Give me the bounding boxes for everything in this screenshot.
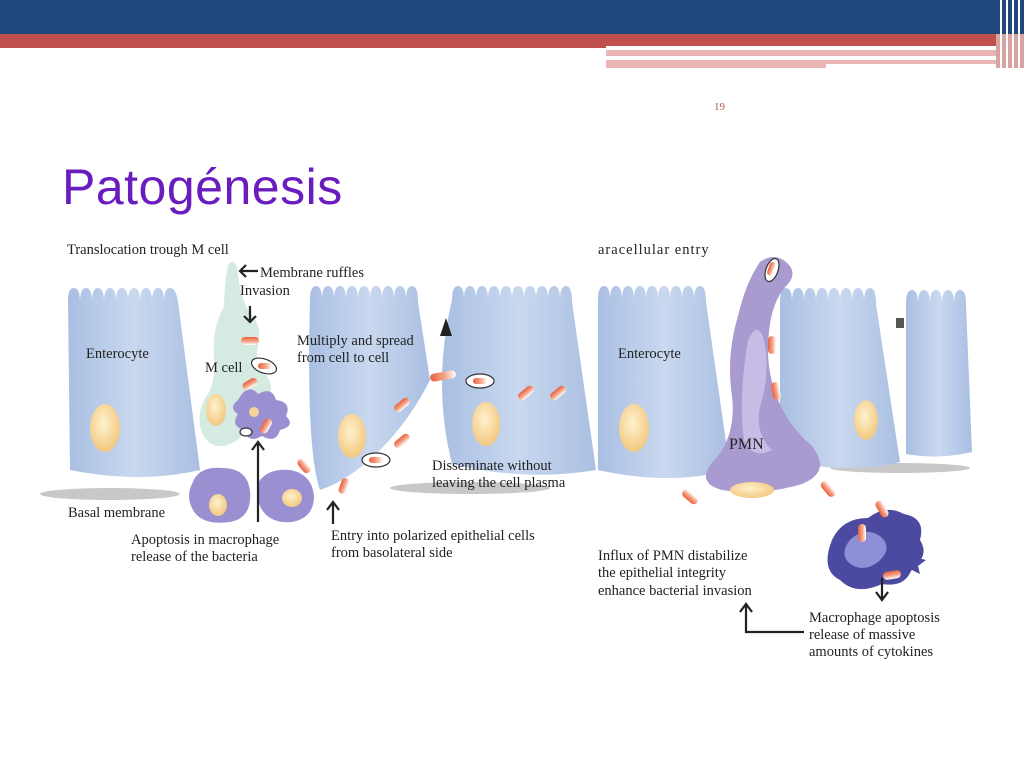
nucleus	[338, 414, 366, 458]
enterocyte-cell	[68, 288, 200, 477]
label-multiply-2: from cell to cell	[297, 350, 389, 366]
label-influx-2: the epithelial integrity	[598, 565, 727, 581]
label-paracellular: aracellular entry	[598, 242, 710, 258]
label-entry-2: from basolateral side	[331, 545, 453, 561]
label-pmn: PMN	[729, 436, 764, 453]
header-stripe	[1006, 0, 1008, 68]
macrophage-apoptotic	[844, 531, 887, 568]
label-membrane-ruffles: Membrane ruffles	[260, 265, 364, 281]
nucleus	[282, 489, 302, 507]
pmn-cell	[741, 330, 772, 454]
slide-title: Patogénesis	[62, 159, 343, 215]
label-m-cell: M cell	[205, 360, 242, 376]
label-basal-membrane: Basal membrane	[68, 505, 165, 521]
nucleus	[206, 394, 226, 426]
label-macro-1: Macrophage apoptosis	[809, 610, 940, 626]
slide-number: 19	[714, 101, 725, 113]
nucleus	[730, 482, 774, 498]
bacteria	[241, 336, 901, 580]
enterocyte-cell	[906, 290, 972, 457]
label-enterocyte-right: Enterocyte	[618, 346, 681, 362]
nucleus	[619, 404, 649, 452]
header-stripe	[1018, 0, 1020, 68]
arrow	[238, 264, 889, 634]
header-bar	[0, 0, 1024, 34]
header-stripe	[826, 64, 996, 68]
enterocyte-cell	[598, 286, 730, 478]
header-stripe	[606, 50, 996, 56]
nucleus	[472, 402, 500, 446]
label-macro-3: amounts of cytokines	[809, 644, 933, 660]
header-stripe	[606, 46, 996, 50]
header-stripe	[1012, 0, 1014, 68]
label-enterocyte-left: Enterocyte	[86, 346, 149, 362]
label-macro-2: release of massive	[809, 627, 915, 643]
tight-junction	[440, 318, 452, 336]
label-influx-3: enhance bacterial invasion	[598, 583, 753, 599]
basal-membrane	[390, 482, 550, 494]
nucleus	[90, 404, 120, 452]
enterocyte-cell	[442, 286, 596, 475]
header-stripe	[1000, 0, 1002, 68]
label-translocation: Translocation trough M cell	[67, 242, 229, 258]
label-influx-1: Influx of PMN distabilize	[598, 548, 747, 564]
nucleus	[209, 494, 227, 516]
label-apoptosis-1: Apoptosis in macrophage	[131, 532, 279, 548]
tight-junction	[896, 318, 904, 328]
bacteria	[258, 261, 776, 463]
label-apoptosis-2: release of the bacteria	[131, 549, 258, 565]
header-stripe	[606, 60, 996, 68]
label-entry-1: Entry into polarized epithelial cells	[331, 528, 535, 544]
accent-bar	[0, 34, 1024, 48]
label-invasion: Invasion	[240, 283, 291, 299]
nucleus	[249, 407, 259, 417]
macrophage-fragment	[900, 544, 926, 576]
macrophage	[233, 389, 290, 439]
nucleus	[854, 400, 878, 440]
label-disseminate-1: Disseminate without	[432, 458, 552, 474]
label-multiply-1: Multiply and spread	[297, 333, 415, 349]
label-disseminate-2: leaving the cell plasma	[432, 475, 566, 491]
basal-membrane	[40, 488, 180, 500]
